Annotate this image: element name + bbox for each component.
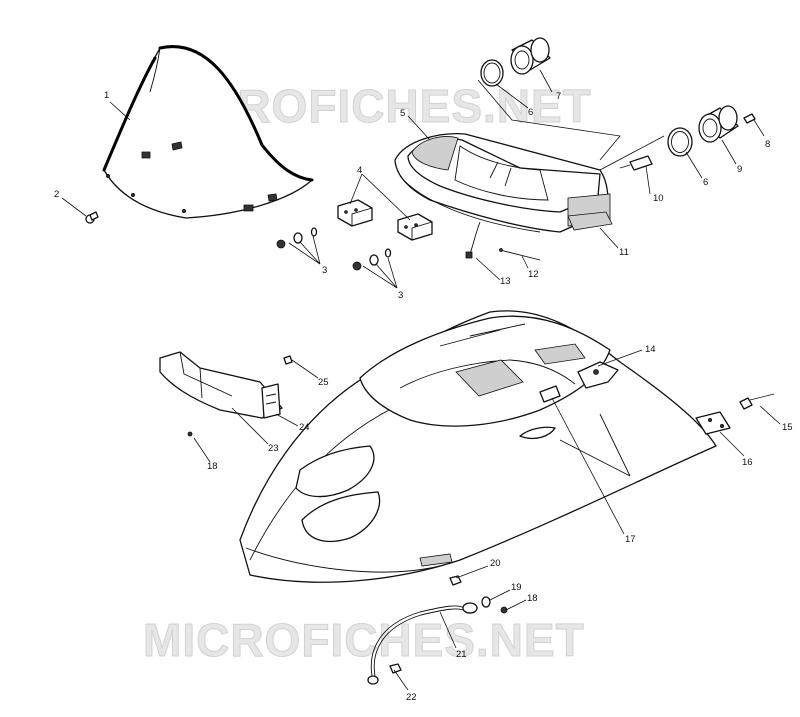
callout-24: 24 xyxy=(299,422,310,433)
gauge-upper xyxy=(510,37,551,75)
bulb xyxy=(743,113,756,124)
callout-23: 23 xyxy=(268,443,279,454)
screw xyxy=(85,211,99,224)
windshield xyxy=(102,45,314,219)
callout-labels: 1 2 3 3 4 5 6 6 7 8 9 10 11 12 13 14 15 … xyxy=(54,90,793,703)
callout-18a: 18 xyxy=(207,461,218,472)
nut-washer-upper xyxy=(276,227,318,249)
gauge-lower xyxy=(698,105,739,143)
bracket-left xyxy=(337,199,373,227)
callout-13: 13 xyxy=(500,276,511,287)
callout-7: 7 xyxy=(556,91,561,102)
deflector-bracket xyxy=(261,383,281,419)
callout-12: 12 xyxy=(528,269,539,280)
bolt xyxy=(739,393,775,410)
callout-3a: 3 xyxy=(322,265,327,276)
nut-washer-lower xyxy=(352,248,392,271)
hood-latch xyxy=(577,361,619,389)
bracket-hood xyxy=(695,411,731,435)
deflector xyxy=(159,351,283,419)
callout-22: 22 xyxy=(406,692,417,703)
harness-plug xyxy=(619,155,653,171)
dash-console xyxy=(394,133,611,233)
callout-6a: 6 xyxy=(528,107,533,118)
callout-20: 20 xyxy=(490,558,501,569)
fastener-22 xyxy=(389,663,402,674)
wire-harness xyxy=(465,221,481,259)
bezel-ring-lower xyxy=(667,127,693,157)
callout-14: 14 xyxy=(645,344,656,355)
bezel-ring-upper xyxy=(480,59,504,87)
callout-5: 5 xyxy=(400,108,405,119)
callout-4: 4 xyxy=(357,165,362,176)
callout-21: 21 xyxy=(456,649,467,660)
callout-1: 1 xyxy=(104,90,109,101)
watermark-bottom: MICROFICHES.NET xyxy=(143,614,585,666)
callout-6b: 6 xyxy=(703,177,708,188)
callout-10: 10 xyxy=(653,193,664,204)
washer-19 xyxy=(481,596,491,608)
rivet-left xyxy=(187,431,193,437)
ground-cable xyxy=(367,602,478,685)
screw-deflector xyxy=(283,355,293,365)
callout-17: 17 xyxy=(625,534,636,545)
nut-20 xyxy=(449,575,462,586)
module xyxy=(567,211,613,231)
callout-25: 25 xyxy=(318,377,329,388)
callout-19: 19 xyxy=(511,582,522,593)
nut-18-lower xyxy=(500,606,508,614)
emblem xyxy=(539,385,561,403)
callout-16: 16 xyxy=(742,457,753,468)
strap xyxy=(499,248,541,261)
callout-8: 8 xyxy=(765,139,770,150)
callout-11: 11 xyxy=(619,247,629,258)
callout-9: 9 xyxy=(737,164,742,175)
callout-18b: 18 xyxy=(527,593,538,604)
bracket-right xyxy=(397,213,433,241)
callout-3b: 3 xyxy=(398,290,403,301)
leader-lines xyxy=(61,69,781,691)
callout-15: 15 xyxy=(782,422,793,433)
callout-2: 2 xyxy=(54,189,59,200)
